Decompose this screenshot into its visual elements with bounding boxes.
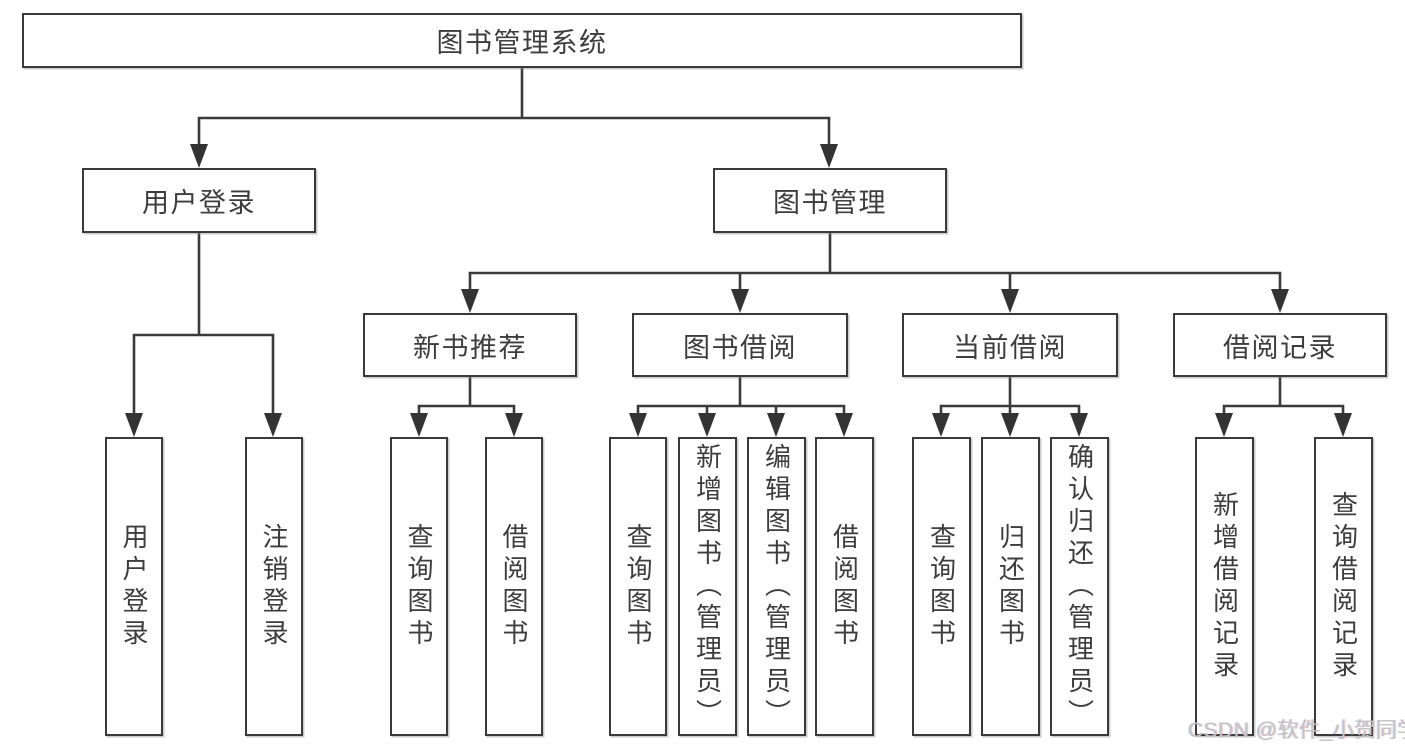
leaf-confirm-return-admin-label: 确认归还（管理员） [1064,442,1095,731]
leaf-add-borrow-record-label: 新增借阅记录 [1209,490,1240,683]
node-user-login-label: 用户登录 [142,188,256,218]
leaf-borrow-books-recommend: 借阅图书 [485,437,543,736]
leaf-user-login: 用户登录 [105,437,163,736]
node-book-management: 图书管理 [713,168,947,233]
leaf-confirm-return-admin: 确认归还（管理员） [1050,437,1109,736]
leaf-add-borrow-record: 新增借阅记录 [1195,437,1254,736]
node-book-management-label: 图书管理 [773,188,887,218]
node-borrow-record: 借阅记录 [1173,313,1387,377]
node-borrow-record-label: 借阅记录 [1223,332,1337,363]
csdn-watermark: CSDN @软件_小贺同学 [1188,719,1405,742]
leaf-logout-label: 注销登录 [259,522,289,651]
leaf-add-book-admin-label: 新增图书（管理员） [692,442,723,731]
leaf-borrow-books-recommend-label: 借阅图书 [499,522,529,651]
node-current-borrow-label: 当前借阅 [953,332,1067,363]
leaf-logout: 注销登录 [245,437,303,736]
node-library-system-label: 图书管理系统 [436,28,608,58]
leaf-borrow-books-label: 借阅图书 [829,522,860,651]
node-user-login: 用户登录 [82,168,316,233]
node-current-borrow: 当前借阅 [902,313,1118,377]
leaf-query-books-recommend-label: 查询图书 [404,522,434,651]
node-library-system: 图书管理系统 [22,13,1022,68]
leaf-edit-book-admin: 编辑图书（管理员） [747,437,806,736]
node-book-borrow: 图书借阅 [632,313,848,377]
leaf-query-books-current-label: 查询图书 [926,522,957,651]
leaf-return-book: 归还图书 [981,437,1040,736]
leaf-query-books-borrow: 查询图书 [609,437,667,736]
node-new-book-recommend-label: 新书推荐 [413,332,527,363]
leaf-add-book-admin: 新增图书（管理员） [678,437,737,736]
node-book-borrow-label: 图书借阅 [683,332,797,363]
node-new-book-recommend: 新书推荐 [363,313,577,377]
leaf-query-borrow-record: 查询借阅记录 [1314,437,1373,736]
leaf-query-books-borrow-label: 查询图书 [623,522,653,651]
leaf-query-books-recommend: 查询图书 [390,437,448,736]
leaf-query-books-current: 查询图书 [912,437,971,736]
leaf-user-login-label: 用户登录 [119,522,149,651]
leaf-borrow-books: 借阅图书 [815,437,874,736]
leaf-edit-book-admin-label: 编辑图书（管理员） [761,442,792,731]
leaf-query-borrow-record-label: 查询借阅记录 [1328,490,1359,683]
leaf-return-book-label: 归还图书 [995,522,1026,651]
